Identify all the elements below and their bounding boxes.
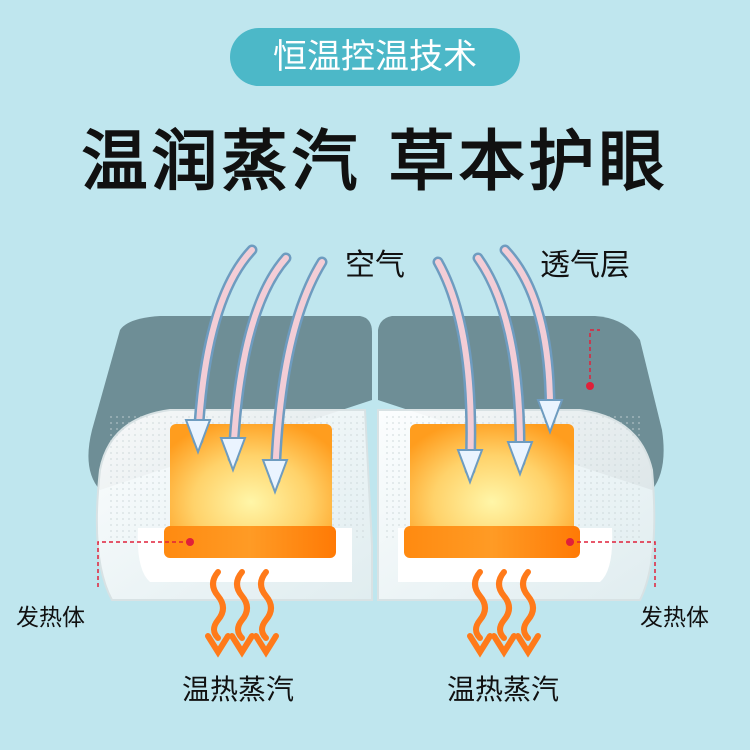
leader-heater-left	[97, 541, 190, 590]
leader-heater-right	[570, 541, 656, 590]
leader-dot-heater-right	[566, 538, 574, 546]
label-vent-layer: 透气层	[540, 248, 630, 283]
headline: 温润蒸汽 草本护眼	[81, 123, 669, 200]
heating-pad-right	[404, 424, 580, 558]
label-steam-left: 温热蒸汽	[182, 673, 295, 706]
steam-arrows-left	[205, 569, 279, 658]
leader-lines	[97, 329, 656, 590]
air-arrows-right	[432, 244, 564, 485]
heating-pad-left	[164, 424, 336, 558]
label-air: 空气	[345, 248, 405, 283]
label-steam-right: 温热蒸汽	[447, 673, 560, 706]
leader-vent-layer	[589, 329, 600, 386]
air-arrows-left	[184, 244, 328, 495]
steam-arrows-right	[467, 569, 541, 658]
leader-dot-vent-layer	[586, 382, 594, 390]
technology-badge: 恒温控温技术	[230, 28, 520, 86]
label-heater-right: 发热体	[640, 605, 709, 631]
label-heater-left: 发热体	[16, 605, 85, 631]
leader-dot-heater-left	[186, 538, 194, 546]
